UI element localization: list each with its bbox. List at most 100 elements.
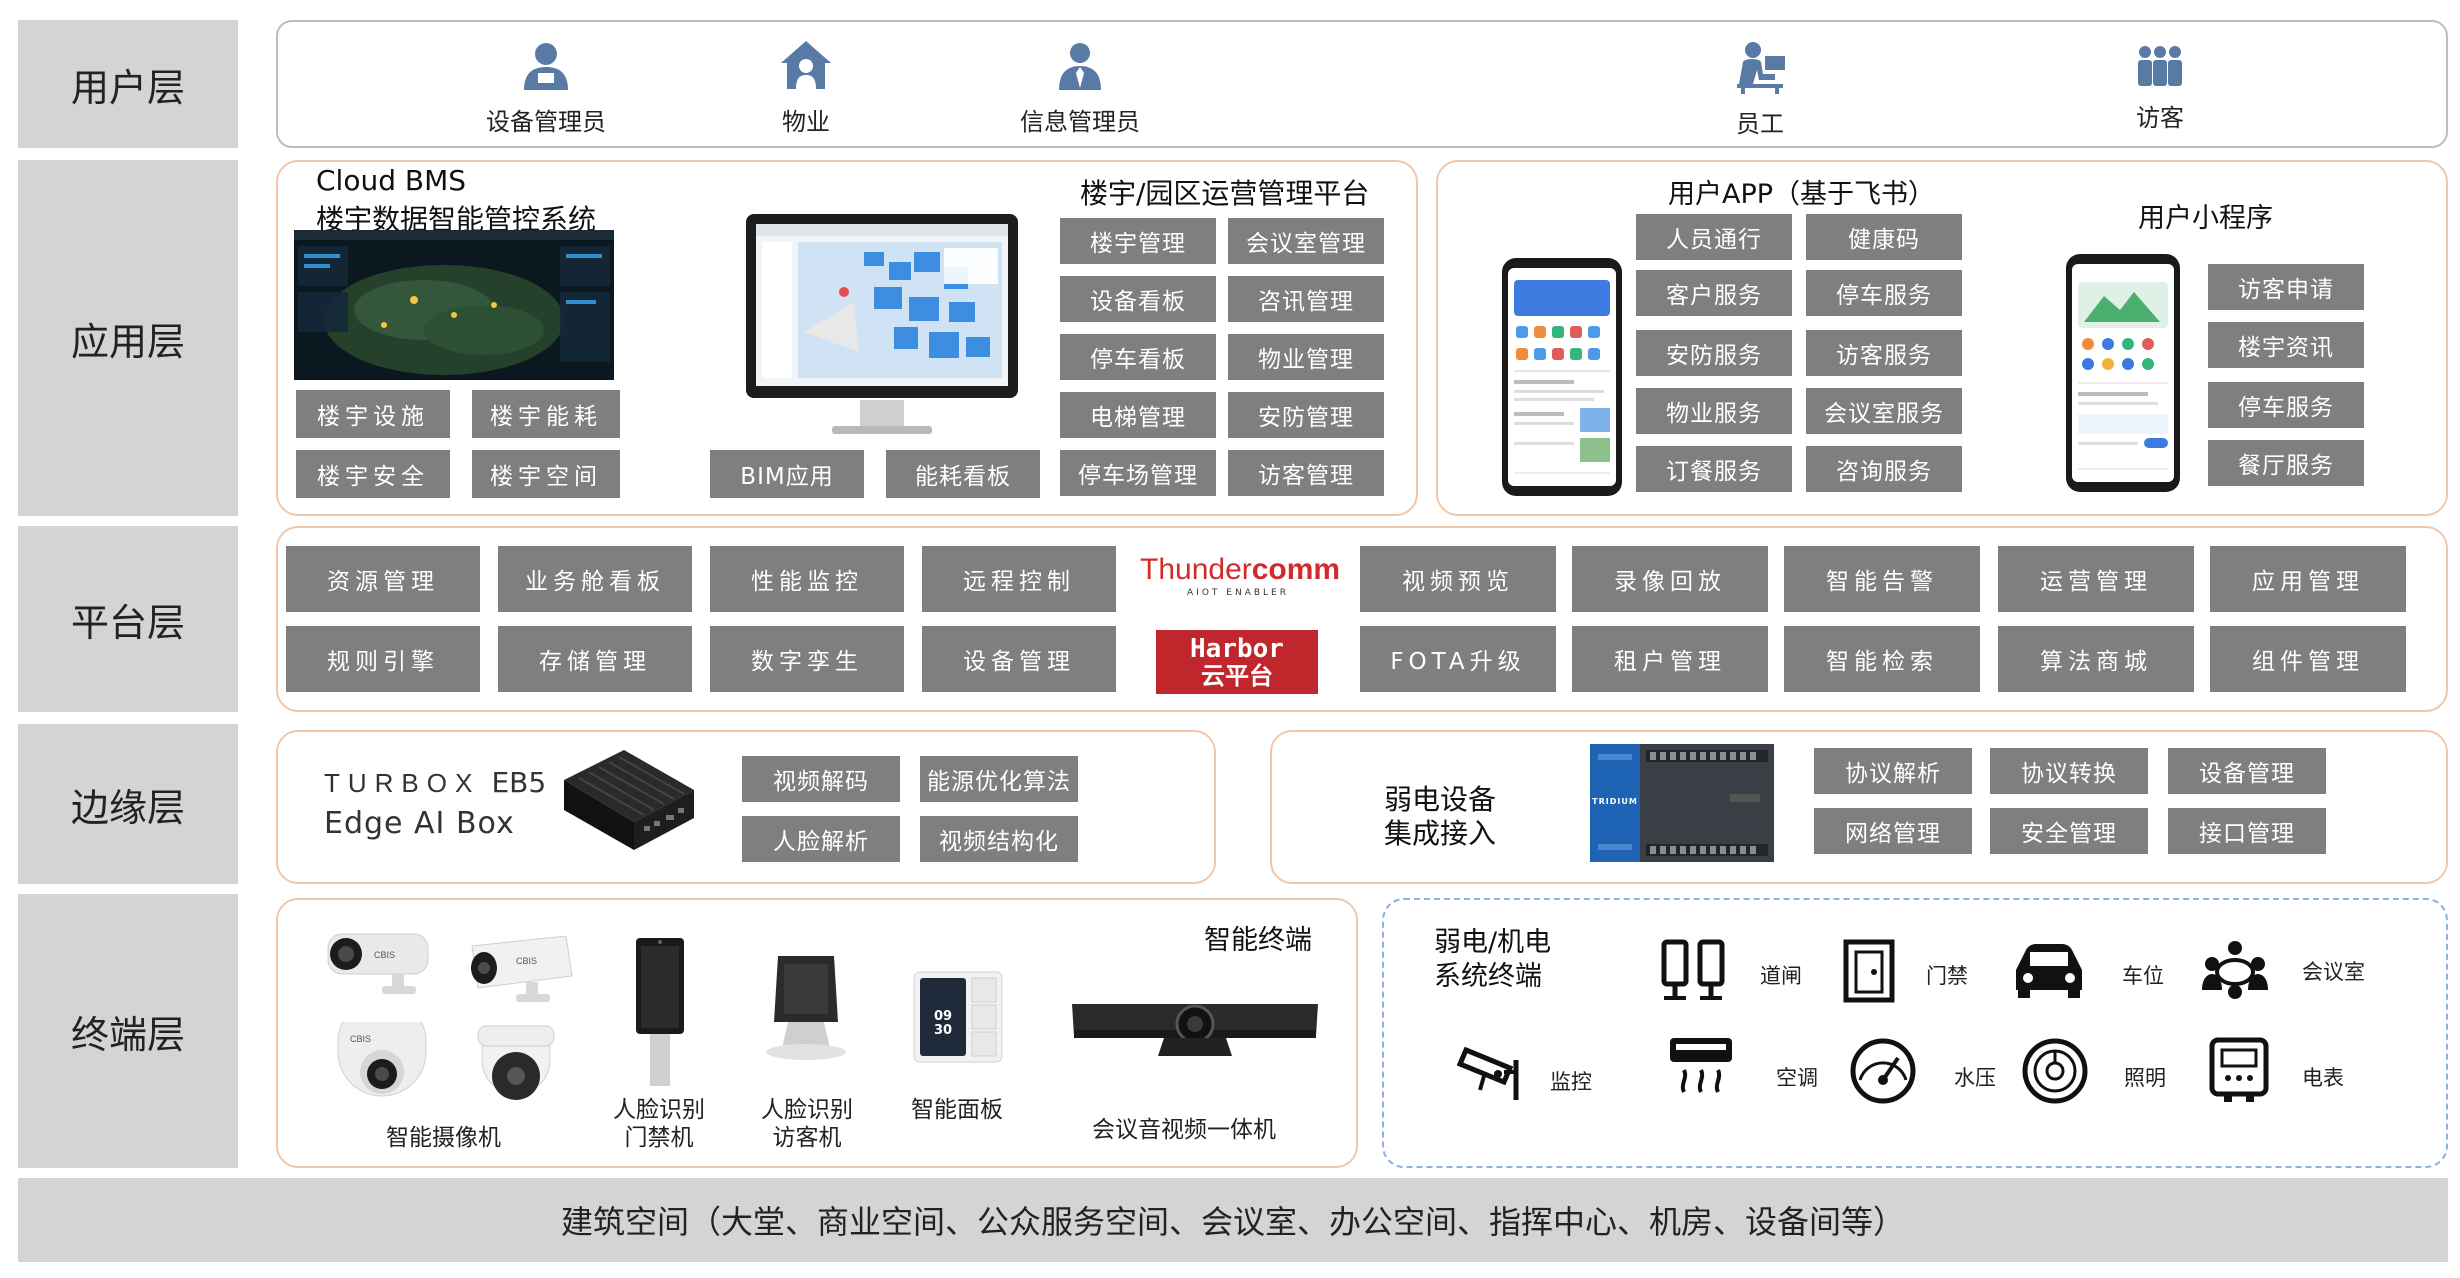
ops-btn-parking-board[interactable]: 停车看板	[1060, 334, 1216, 380]
plat-btn-video-preview[interactable]: 视频预览	[1360, 546, 1556, 612]
ops-btn-parking-lot[interactable]: 停车场管理	[1060, 450, 1216, 496]
bms-btn-energy[interactable]: 楼宇能耗	[472, 390, 620, 438]
plat-btn-fota[interactable]: FOTA升级	[1360, 626, 1556, 692]
ops-btn-property[interactable]: 物业管理	[1228, 334, 1384, 380]
uapp-btn-consult[interactable]: 咨询服务	[1806, 446, 1962, 492]
plat-btn-performance[interactable]: 性能监控	[710, 546, 904, 612]
camera-brand: CBIS	[516, 956, 537, 966]
smart-panel-device: 09 30	[912, 970, 1004, 1064]
light-icon	[2020, 1036, 2090, 1106]
edge-btn-face[interactable]: 人脸解析	[742, 816, 900, 862]
ops-btn-meeting[interactable]: 会议室管理	[1228, 218, 1384, 264]
bms-btn-facilities[interactable]: 楼宇设施	[296, 390, 450, 438]
edge-btn-video-decode[interactable]: 视频解码	[742, 756, 900, 802]
car-icon	[2010, 940, 2088, 1000]
uapp-btn-customer[interactable]: 客户服务	[1636, 270, 1792, 316]
weak-btn-security[interactable]: 安全管理	[1990, 808, 2148, 854]
btn-energy-board[interactable]: 能耗看板	[886, 450, 1040, 498]
plat-btn-algo-store[interactable]: 算法商城	[1998, 626, 2194, 692]
weak-btn-interface[interactable]: 接口管理	[2168, 808, 2326, 854]
turbox-brand-text: TURBOX	[324, 768, 481, 798]
bms-btn-safety[interactable]: 楼宇安全	[296, 450, 450, 498]
uapp-btn-health[interactable]: 健康码	[1806, 214, 1962, 260]
plat-btn-operation[interactable]: 运营管理	[1998, 546, 2194, 612]
barrier-icon	[1660, 938, 1730, 1000]
user-layer-panel	[276, 20, 2448, 148]
face-access-label-2: 门禁机	[624, 1125, 694, 1151]
user-label: 访客	[2136, 104, 2184, 132]
dome-camera-1: CBIS	[332, 1022, 432, 1106]
terminal-weak-panel	[1382, 898, 2448, 1168]
ops-btn-device-board[interactable]: 设备看板	[1060, 276, 1216, 322]
user-label: 设备管理员	[486, 108, 606, 136]
mini-btn-canteen[interactable]: 餐厅服务	[2208, 440, 2364, 486]
plat-btn-playback[interactable]: 录像回放	[1572, 546, 1768, 612]
plat-btn-rules[interactable]: 规则引擎	[286, 626, 480, 692]
weak-terminal-title-2: 系统终端	[1434, 961, 1542, 992]
user-property: 物业	[706, 38, 906, 137]
edge-btn-energy-algo[interactable]: 能源优化算法	[920, 756, 1078, 802]
uapp-btn-parking[interactable]: 停车服务	[1806, 270, 1962, 316]
plat-btn-twin[interactable]: 数字孪生	[710, 626, 904, 692]
gauge-icon	[1848, 1036, 1918, 1106]
panel-time-hour: 09	[933, 1009, 953, 1024]
weak-btn-network[interactable]: 网络管理	[1814, 808, 1972, 854]
car-label: 车位	[2122, 964, 2164, 988]
uapp-btn-meeting[interactable]: 会议室服务	[1806, 388, 1962, 434]
ops-btn-info[interactable]: 咨讯管理	[1228, 276, 1384, 322]
mini-btn-news[interactable]: 楼宇资讯	[2208, 322, 2364, 368]
footer-text: 建筑空间（大堂、商业空间、公众服务空间、会议室、办公空间、指挥中心、机房、设备间…	[560, 1203, 1905, 1241]
plat-btn-resource[interactable]: 资源管理	[286, 546, 480, 612]
bullet-camera-1: CBIS	[322, 928, 442, 998]
ops-btn-visitor[interactable]: 访客管理	[1228, 450, 1384, 496]
layer-label-user: 用户层	[18, 20, 238, 148]
uapp-btn-order[interactable]: 订餐服务	[1636, 446, 1792, 492]
thundercomm-logo-b: comm	[1251, 553, 1341, 586]
user-visitor: 访客	[2060, 44, 2260, 133]
user-label: 物业	[782, 108, 830, 136]
mini-btn-visitor-apply[interactable]: 访客申请	[2208, 264, 2364, 310]
barrier-label: 道闸	[1760, 964, 1802, 988]
face-visitor-label-2: 访客机	[772, 1125, 842, 1151]
door-icon	[1840, 938, 1898, 1004]
weak-btn-protocol-parse[interactable]: 协议解析	[1814, 748, 1972, 794]
plat-btn-component[interactable]: 组件管理	[2210, 626, 2406, 692]
user-info-admin: 信息管理员	[980, 40, 1180, 137]
phone-app-image	[1500, 256, 1624, 498]
plat-btn-cockpit[interactable]: 业务舱看板	[498, 546, 692, 612]
plat-btn-storage[interactable]: 存储管理	[498, 626, 692, 692]
meter-label: 电表	[2302, 1066, 2344, 1090]
uapp-btn-security[interactable]: 安防服务	[1636, 330, 1792, 376]
plat-btn-device[interactable]: 设备管理	[922, 626, 1116, 692]
uapp-btn-access[interactable]: 人员通行	[1636, 214, 1792, 260]
plat-btn-search[interactable]: 智能检索	[1784, 626, 1980, 692]
weak-integration-title-1: 弱电设备	[1384, 783, 1497, 816]
weak-btn-protocol-convert[interactable]: 协议转换	[1990, 748, 2148, 794]
conference-bar-label: 会议音视频一体机	[1092, 1117, 1276, 1143]
edge-btn-video-struct[interactable]: 视频结构化	[920, 816, 1078, 862]
panel-time-minute: 30	[933, 1023, 953, 1038]
plat-btn-tenant[interactable]: 租户管理	[1572, 626, 1768, 692]
uapp-btn-property[interactable]: 物业服务	[1636, 388, 1792, 434]
btn-bim[interactable]: BIM应用	[710, 450, 864, 498]
user-label: 员工	[1736, 110, 1784, 138]
ops-btn-security[interactable]: 安防管理	[1228, 392, 1384, 438]
cctv-icon	[1456, 1040, 1526, 1102]
gauge-label: 水压	[1954, 1066, 1996, 1090]
ops-btn-building[interactable]: 楼宇管理	[1060, 218, 1216, 264]
plat-btn-app-mgmt[interactable]: 应用管理	[2210, 546, 2406, 612]
uapp-btn-visitor[interactable]: 访客服务	[1806, 330, 1962, 376]
meter-icon	[2208, 1036, 2270, 1106]
plat-btn-remote[interactable]: 远程控制	[922, 546, 1116, 612]
face-visitor-device	[758, 952, 854, 1062]
plat-btn-alert[interactable]: 智能告警	[1784, 546, 1980, 612]
turbox-model: EB5	[491, 766, 547, 799]
ops-btn-elevator[interactable]: 电梯管理	[1060, 392, 1216, 438]
door-label: 门禁	[1926, 964, 1968, 988]
cctv-label: 监控	[1550, 1070, 1592, 1094]
camera-brand: CBIS	[350, 1034, 371, 1044]
bms-btn-space[interactable]: 楼宇空间	[472, 450, 620, 498]
mini-btn-parking[interactable]: 停车服务	[2208, 382, 2364, 428]
weak-btn-device-mgmt[interactable]: 设备管理	[2168, 748, 2326, 794]
bullet-camera-2: CBIS	[462, 936, 582, 1008]
